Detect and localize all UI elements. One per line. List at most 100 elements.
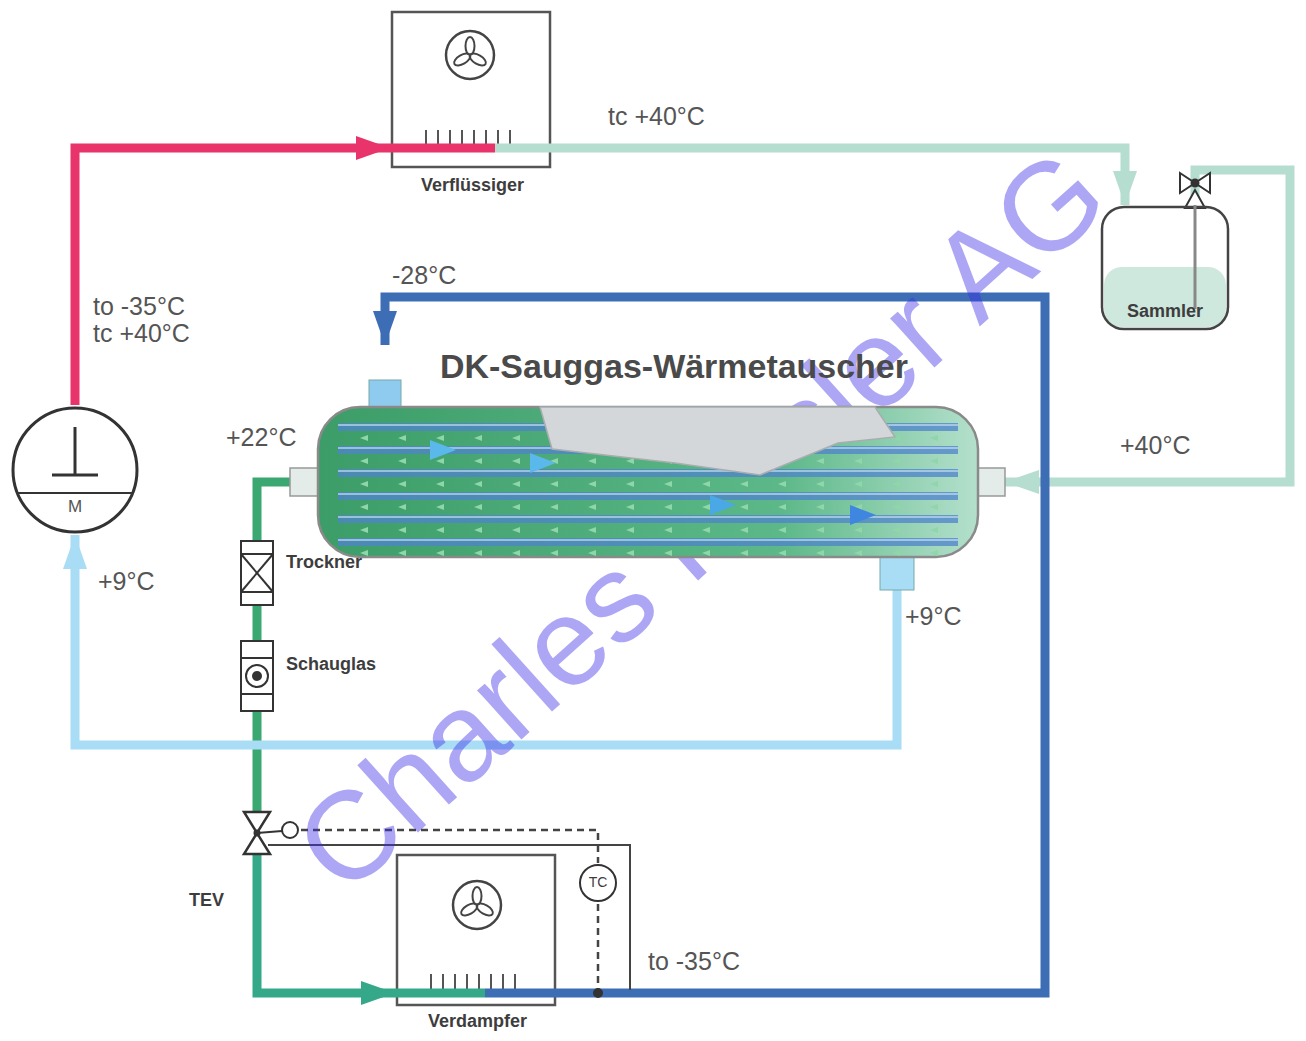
pipe-connector [75,136,390,405]
drawing-part [398,527,406,533]
temperature-label: to -35°C [648,948,740,976]
drawing-part [436,527,444,533]
drawing-part [816,527,824,533]
pipe-line [75,148,390,405]
drawing-part [930,550,938,556]
pipe-connector [257,482,290,540]
drawing-part [241,554,273,592]
drawing-part [892,481,900,487]
drawing-part [850,505,876,525]
drawing-part [512,435,520,441]
drawing-part [338,539,958,541]
drawing-part [360,504,368,510]
drawing-part [588,458,596,464]
drawing-part [474,504,482,510]
drawing-part [740,504,748,510]
drawing-part [588,550,596,556]
drawing-part [930,458,938,464]
temperature-label: +9°C [98,568,155,596]
expansion-valve-shape [237,800,301,866]
drawing-part [459,901,479,918]
component-label: Verdampfer [395,1011,560,1032]
drawing-part [398,435,406,441]
drawing-part [664,481,672,487]
drawing-part [550,481,558,487]
arrow-head [373,311,397,345]
sight-glass: Schauglas [240,640,274,712]
drawing-part [360,527,368,533]
drawing-part [241,541,273,605]
drawing-part [398,550,406,556]
drawing-part [892,527,900,533]
drawing-part [588,527,596,533]
drawing-part [446,31,494,79]
drawing-part [593,988,603,998]
component-label: M [10,497,140,517]
condenser-unit: Verflüssiger [390,10,555,205]
temperature-sensor: TC [578,863,618,903]
drawing-part [854,481,862,487]
drawing-part [854,550,862,556]
component-label: Sammler [1100,301,1230,322]
drawing-part [854,527,862,533]
drawing-part [1192,180,1199,187]
drawing-part [474,481,482,487]
drawing-part [397,855,555,1005]
drawing-part [436,435,444,441]
drawing-part [540,407,895,475]
drawing-part [588,504,596,510]
drawing-part [702,504,710,510]
pipe-connector [257,606,258,640]
drawing-part [474,550,482,556]
drawing-part [664,504,672,510]
drawing-part [710,495,736,515]
arrow-head [356,136,390,160]
drawing-part [930,481,938,487]
drawing-part [466,37,475,55]
drawing-part [398,481,406,487]
heat-exchanger: DK-Sauggas-Wärmetauscher [290,345,1005,590]
drawing-part [892,458,900,464]
pipe-line [257,866,395,993]
drawing-part [740,550,748,556]
drawing-part [854,458,862,464]
drawing-part [550,527,558,533]
compressor: M [10,405,140,535]
arrow-head [63,535,87,569]
component-label: TEV [189,890,224,911]
pipe-connector [373,297,1045,993]
sight-glass-shape [240,640,274,712]
drawing-part [52,474,98,477]
drawing-part [246,665,268,687]
drawing-part [626,481,634,487]
drawing-part [512,527,520,533]
pipe-connector [555,148,1137,205]
drawing-part [816,481,824,487]
drawing-part [485,989,560,998]
pipe-line [257,482,290,540]
drawing-part [702,481,710,487]
drawing-part [702,550,710,556]
filter-drier-shape [240,540,274,606]
drawing-part [892,550,900,556]
temperature-label: +40°C [1120,432,1190,460]
temperature-label: -28°C [392,262,456,290]
arrow-head [1005,470,1039,494]
expansion-valve: TEV [237,800,301,866]
drawing-part [18,492,132,494]
receiver-tank-shape [1100,205,1230,345]
drawing-part [816,550,824,556]
component-label: Verflüssiger [390,175,555,196]
drawing-part [740,527,748,533]
drawing-part [436,504,444,510]
drawing-part [512,481,520,487]
drawing-part [664,527,672,533]
drawing-part [740,481,748,487]
component-label: TC [578,874,618,890]
temperature-label: +9°C [905,603,962,631]
drawing-part [241,641,273,711]
drawing-part [778,527,786,533]
drawing-part [597,904,600,989]
drawing-part [241,554,273,592]
drawing-part [626,550,634,556]
